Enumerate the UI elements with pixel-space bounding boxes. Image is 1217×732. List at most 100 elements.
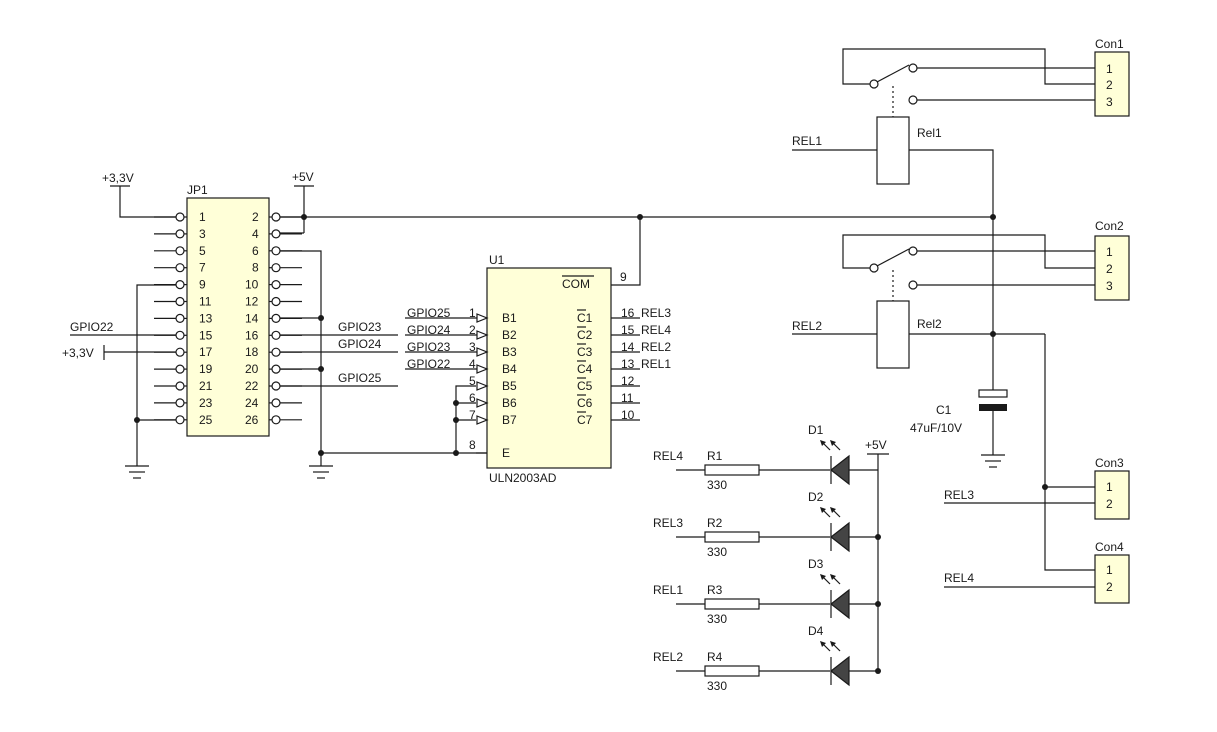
relay1-coil xyxy=(876,116,910,185)
jp1-left-pin-number: 21 xyxy=(199,379,213,393)
jp1-right-pin xyxy=(271,398,281,408)
jp1-right-pin xyxy=(271,330,281,340)
u1-label: U1 xyxy=(489,253,505,267)
resistor-body xyxy=(704,531,760,543)
u1-part: ULN2003AD xyxy=(489,471,557,485)
resistor-value: 330 xyxy=(707,679,727,693)
jp1-left-pin xyxy=(175,330,185,340)
u1-com-label: COM xyxy=(562,277,590,291)
u1-c-pin-number: 16 xyxy=(621,306,635,320)
relay2-coil xyxy=(876,300,910,369)
jp1-left-pin xyxy=(175,364,185,374)
jp1-left-pin-number: 9 xyxy=(199,278,206,292)
u1-b-label: B2 xyxy=(502,328,517,342)
u1-input-arrow xyxy=(476,313,489,323)
led-supply-label: +5V xyxy=(865,438,887,452)
con4-net: REL4 xyxy=(944,571,974,585)
con3-pin2: 2 xyxy=(1106,497,1113,511)
jp1-right-pin-number: 2 xyxy=(252,210,259,224)
jp1-right-pin xyxy=(271,364,281,374)
jp1-right-pin xyxy=(271,263,281,273)
jp1-right-pin-number: 22 xyxy=(245,379,259,393)
led-body xyxy=(830,454,850,486)
led-body xyxy=(830,588,850,620)
u1-b-pin-number: 1 xyxy=(469,306,476,320)
led-label: D2 xyxy=(808,490,824,504)
con3-net: REL3 xyxy=(944,488,974,502)
u1-c-label: C6 xyxy=(577,396,593,410)
led-row-net: REL4 xyxy=(653,449,683,463)
con2-pin3: 3 xyxy=(1106,279,1113,293)
con2-pin1: 1 xyxy=(1106,245,1113,259)
jp1-left-pin-number: 13 xyxy=(199,311,213,325)
jp1-right-pin xyxy=(271,415,281,425)
jp1-left-pin xyxy=(175,246,185,256)
u1-input-arrow xyxy=(476,347,489,357)
jp1-right-pin xyxy=(271,212,281,222)
left-ground xyxy=(125,284,176,479)
u1-b-pin-number: 4 xyxy=(469,357,476,371)
u1-c-label: C2 xyxy=(577,328,593,342)
jp1-left-pin-number: 17 xyxy=(199,345,213,359)
gpio22-label: GPIO22 xyxy=(70,320,114,334)
con4-group: Con4 1 2 REL4 xyxy=(944,540,1130,604)
side-33-label: +3,3V xyxy=(62,346,94,360)
jp1-right-pin-number: 24 xyxy=(245,396,259,410)
u1-body xyxy=(486,267,612,469)
u1-c-pin-number: 10 xyxy=(621,408,635,422)
jp1-left-pin-number: 23 xyxy=(199,396,213,410)
relay1-label: Rel1 xyxy=(917,126,942,140)
jp1-right-pin xyxy=(271,296,281,307)
jp1-right-pin xyxy=(271,313,281,323)
u1-b-pin-number: 6 xyxy=(469,391,476,405)
u1-e-pin: 8 xyxy=(469,438,476,452)
jp1-left-pin xyxy=(175,212,185,222)
u1-b-net: GPIO24 xyxy=(407,323,451,337)
relay2-net: REL2 xyxy=(792,319,822,333)
led-label: D4 xyxy=(808,624,824,638)
jp1-left-pin xyxy=(175,415,185,425)
jp1-right-pin-number: 6 xyxy=(252,244,259,258)
u1-c-pin-number: 15 xyxy=(621,323,635,337)
led-arrowhead xyxy=(820,507,826,513)
jp1-right-pin-number: 14 xyxy=(245,311,259,325)
con3-pin1: 1 xyxy=(1106,480,1113,494)
led-arrowhead xyxy=(830,507,836,513)
jp1-header: JP1 135791113151719212325246810121416182… xyxy=(154,183,302,437)
resistor-body xyxy=(704,464,760,476)
u1-e-label: E xyxy=(502,446,510,460)
jp1-right-pin-number: 4 xyxy=(252,227,259,241)
resistor-value: 330 xyxy=(707,545,727,559)
con2-label: Con2 xyxy=(1095,219,1124,233)
jp1-right-pin-number: 12 xyxy=(245,295,259,309)
con1-label: Con1 xyxy=(1095,37,1124,51)
led-label: D1 xyxy=(808,423,824,437)
jp1-left-pin xyxy=(175,280,185,290)
jp1-right-pin xyxy=(271,381,281,391)
jp1-left-pin-number: 19 xyxy=(199,362,213,376)
jp1-left-pin-number: 1 xyxy=(199,210,206,224)
gpio23-label: GPIO23 xyxy=(338,320,382,334)
led-arrowhead xyxy=(830,574,836,580)
resistor-value: 330 xyxy=(707,478,727,492)
power-5v-label: +5V xyxy=(292,170,314,184)
led-body xyxy=(830,521,850,553)
u1-b-label: B3 xyxy=(502,345,517,359)
c1-value: 47uF/10V xyxy=(910,421,962,435)
con3-group: Con3 1 2 REL3 xyxy=(944,456,1130,520)
u1-b-net: GPIO25 xyxy=(407,306,451,320)
u1-b-label: B5 xyxy=(502,379,517,393)
u1-c-label: C7 xyxy=(577,413,593,427)
jp1-left-pin xyxy=(175,347,185,357)
u1-b-label: B4 xyxy=(502,362,517,376)
power-5v-top: +5V xyxy=(280,170,993,234)
jp1-right-pin-number: 26 xyxy=(245,413,259,427)
jp1-left-pin-number: 5 xyxy=(199,244,206,258)
led-arrowhead xyxy=(820,440,826,446)
u1-c-label: C5 xyxy=(577,379,593,393)
u1-pins: B11GPIO25B22GPIO24B33GPIO23B44GPIO22B55B… xyxy=(405,306,671,454)
con3-body xyxy=(1094,470,1130,520)
jp1-left-pin xyxy=(175,313,185,323)
led-arrowhead xyxy=(830,440,836,446)
